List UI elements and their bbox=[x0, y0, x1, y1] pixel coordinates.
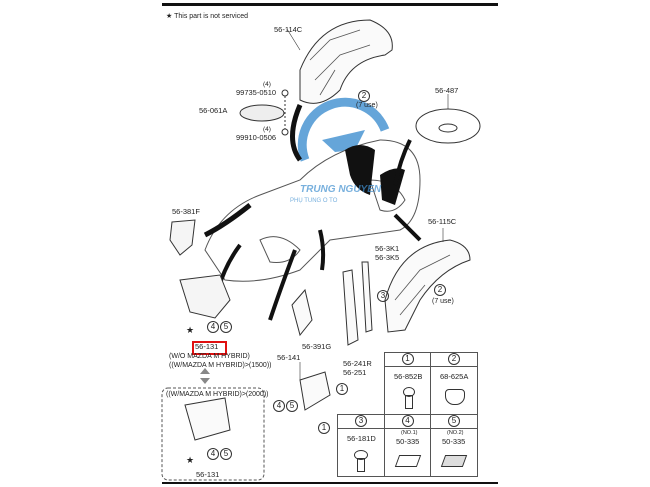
part-56-391G bbox=[291, 288, 313, 337]
callout-2: 2 bbox=[358, 90, 370, 102]
part-number: 56-181D bbox=[347, 434, 376, 443]
callout-number: 5 bbox=[220, 321, 232, 333]
condition-hybrid-2000: ((W/MAZDA M HYBRID)>(2000)) bbox=[166, 391, 269, 398]
label-56-241R: 56-241R bbox=[343, 359, 372, 368]
callout-number: 1 bbox=[336, 383, 348, 395]
panel-56-131-hybrid bbox=[184, 397, 231, 441]
callout-5: 5 bbox=[286, 400, 298, 412]
clip-icon bbox=[403, 387, 415, 397]
label-56-141: 56-141 bbox=[277, 353, 301, 362]
label-56-381F: 56-381F bbox=[172, 207, 200, 216]
table-cell-2: 2 68-625A bbox=[430, 352, 478, 415]
callout-number: 4 bbox=[207, 321, 219, 333]
highlighted-part[interactable] bbox=[192, 341, 227, 355]
watermark-subtitle: PHỤ TÙNG Ô TÔ bbox=[290, 198, 338, 204]
callout-number: 5 bbox=[220, 448, 232, 460]
fender-liner-56-114C bbox=[299, 19, 393, 104]
callout-number: 1 bbox=[401, 353, 414, 365]
table-cell-5: 5 (NO.2) 50-335 bbox=[430, 414, 478, 477]
not-serviced-note: ★ This part is not serviced bbox=[166, 13, 249, 20]
label-56-114C: 56-114C bbox=[274, 25, 303, 34]
double-arrow-icon bbox=[200, 368, 210, 384]
use-count: (7 use) bbox=[356, 102, 378, 109]
label-56-391G: 56-391G bbox=[302, 342, 332, 351]
callout-number: 2 bbox=[358, 90, 370, 102]
use-count: (7 use) bbox=[432, 298, 454, 305]
table-cell-3: 3 56-181D bbox=[337, 414, 385, 477]
not-serviced-star-icon: ★ bbox=[186, 455, 195, 465]
callout-number: 5 bbox=[448, 415, 460, 427]
callout-3: 3 bbox=[377, 290, 389, 302]
callout-number: 3 bbox=[355, 415, 367, 427]
callout-number: 1 bbox=[318, 422, 330, 434]
callout-4: 4 bbox=[273, 400, 285, 412]
label-99910-0506: 99910-0506 bbox=[236, 133, 277, 142]
nut-icon bbox=[394, 455, 422, 467]
part-number: 50-335 bbox=[442, 437, 466, 446]
part-number: 56-852B bbox=[394, 372, 423, 381]
callout-5: 5 bbox=[220, 448, 232, 460]
callout-number: 4 bbox=[273, 400, 285, 412]
label-99735-0510: 99735-0510 bbox=[236, 88, 277, 97]
bracket-56-141 bbox=[299, 371, 331, 411]
label-56-131-hybrid: 56-131 bbox=[196, 470, 220, 479]
part-variant: (NO.2) bbox=[447, 430, 464, 436]
callout-1: 1 bbox=[318, 422, 330, 434]
clip-icon bbox=[405, 395, 413, 409]
part-number: 50-335 bbox=[396, 437, 420, 446]
part-variant: (NO.1) bbox=[401, 430, 418, 436]
callout-1: 1 bbox=[336, 383, 348, 395]
callout-number: 2 bbox=[434, 284, 446, 296]
callout-number: 3 bbox=[377, 290, 389, 302]
label-56-3K5: 56-3K5 bbox=[375, 253, 400, 262]
table-cell-4: 4 (NO.1) 50-335 bbox=[384, 414, 431, 477]
label-56-115C: 56-115C bbox=[428, 217, 457, 226]
callout-number: 2 bbox=[448, 353, 460, 365]
seal-56-241R bbox=[342, 269, 359, 346]
fender-liner-56-115C bbox=[384, 239, 471, 333]
panel-56-131 bbox=[179, 274, 231, 319]
bracket-56-381F bbox=[169, 219, 196, 256]
nut-icon bbox=[440, 455, 468, 467]
callout-number: 4 bbox=[207, 448, 219, 460]
label-56-061A: 56-061A bbox=[199, 106, 228, 115]
label-56-131[interactable]: 56-131 bbox=[195, 342, 219, 351]
condition-wo-hybrid: (W/O MAZDA M HYBRID) bbox=[169, 353, 250, 360]
label-56-487: 56-487 bbox=[435, 86, 459, 95]
top-rule bbox=[162, 3, 498, 6]
condition-hybrid-1500: ((W/MAZDA M HYBRID)>(1500)) bbox=[169, 362, 272, 369]
callout-number: 4 bbox=[401, 415, 414, 427]
label-56-251: 56-251 bbox=[343, 368, 367, 377]
table-cell-1: 1 56-852B bbox=[384, 352, 431, 415]
bottom-rule bbox=[162, 482, 498, 484]
hybrid-variant-box bbox=[161, 387, 265, 481]
not-serviced-star-icon: ★ bbox=[186, 325, 195, 335]
bracket-56-061A bbox=[239, 104, 285, 122]
callout-number: 5 bbox=[286, 400, 298, 412]
clip-icon bbox=[354, 450, 368, 460]
part-number: 68-625A bbox=[440, 372, 469, 381]
clip-icon bbox=[357, 458, 365, 472]
callout-4: 4 bbox=[207, 321, 219, 333]
seal-56-3K1 bbox=[361, 261, 373, 333]
watermark-title: TRUNG NGUYEN bbox=[300, 184, 382, 195]
label-56-3K1: 56-3K1 bbox=[375, 244, 400, 253]
callout-5: 5 bbox=[220, 321, 232, 333]
qty-label: (4) bbox=[263, 126, 271, 133]
grommet-icon bbox=[445, 389, 465, 405]
callout-4: 4 bbox=[207, 448, 219, 460]
qty-label: (4) bbox=[263, 81, 271, 88]
callout-2b: 2 bbox=[434, 284, 446, 296]
